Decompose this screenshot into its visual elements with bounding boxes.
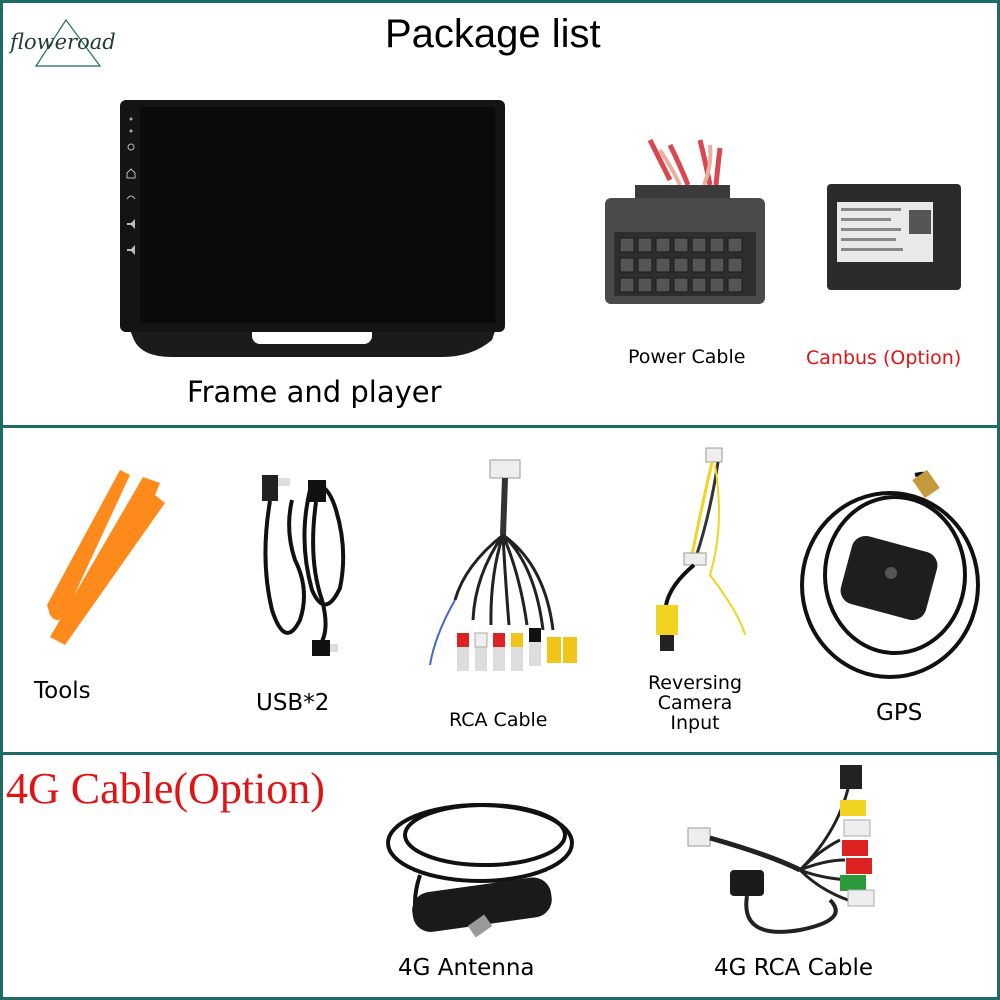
rca-cable-image: [425, 455, 585, 690]
logo-text: floweroad: [10, 30, 116, 54]
reversing-camera-label-line-1: Reversing: [647, 672, 743, 694]
pry-tools-drawing: [47, 470, 165, 645]
4g-antenna-image: [380, 795, 590, 945]
reversing-camera-label-line-3: Input: [670, 712, 720, 734]
head-unit-image: [112, 95, 512, 365]
4g-rca-cable-label: 4G RCA Cable: [714, 955, 874, 981]
reversing-camera-drawing: [656, 447, 746, 651]
4g-rca-cable-drawing: [687, 765, 875, 934]
rca-cable-drawing: [429, 459, 577, 671]
reversing-camera-image: [640, 445, 750, 660]
gps-antenna-drawing: [800, 469, 980, 679]
tools-label: Tools: [34, 678, 91, 704]
logo-triangle-icon: [34, 18, 102, 67]
page-title: Package list: [385, 12, 601, 56]
head-unit-drawing: [120, 100, 505, 357]
4g-antenna-drawing: [386, 803, 574, 938]
4g-antenna-label: 4G Antenna: [398, 955, 535, 981]
canbus-box-drawing: [827, 184, 961, 290]
frame-and-player-label: Frame and player: [187, 375, 442, 409]
power-cable-image: [600, 138, 780, 310]
canbus-label: Canbus (Option): [806, 347, 962, 369]
usb-cables-image: [250, 470, 360, 660]
power-cable-label: Power Cable: [628, 346, 746, 368]
usb-cables-drawing: [262, 475, 346, 656]
gps-antenna-image: [795, 455, 985, 685]
4g-cable-option-label: 4G Cable(Option): [6, 764, 325, 813]
tools-image: [35, 465, 175, 650]
power-connector-drawing: [605, 138, 765, 304]
rca-cable-label: RCA Cable: [449, 709, 548, 731]
brand-logo: floweroad: [8, 18, 118, 68]
section-divider-2: [0, 752, 1000, 755]
4g-rca-cable-image: [680, 760, 900, 950]
usb-label: USB*2: [256, 690, 330, 716]
canbus-image: [825, 182, 965, 292]
reversing-camera-label-line-2: Camera: [657, 692, 733, 714]
reversing-camera-label: Reversing Camera Input: [640, 673, 750, 733]
section-divider-1: [0, 425, 1000, 428]
gps-label: GPS: [876, 700, 923, 726]
